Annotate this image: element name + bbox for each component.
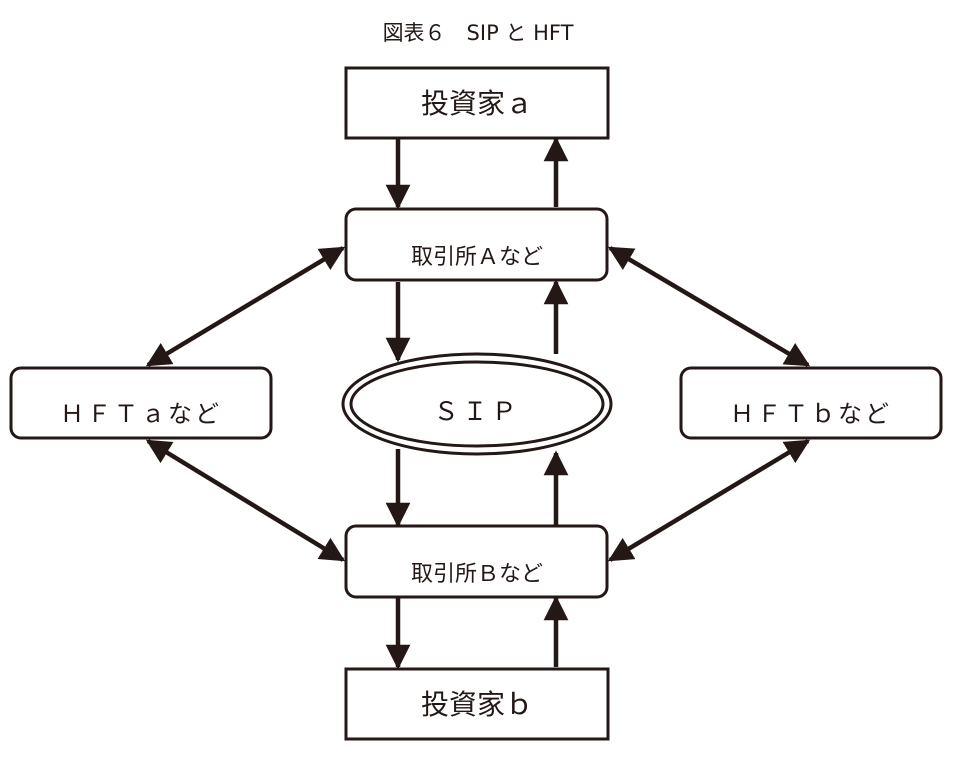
node-investor-a: 投資家ａ xyxy=(344,66,610,140)
node-investor-b-label: 投資家ｂ xyxy=(421,688,533,721)
node-hft-b: ＨＦＴｂなど xyxy=(679,366,943,440)
node-hft-b-label: ＨＦＴｂなど xyxy=(730,400,892,428)
node-sip: ＳＩＰ xyxy=(341,352,613,456)
node-hft-a-label: ＨＦＴａなど xyxy=(60,400,222,428)
arrow-hft-b-exchange-a xyxy=(607,246,811,367)
node-hft-a: ＨＦＴａなど xyxy=(9,366,273,440)
node-investor-b: 投資家ｂ xyxy=(344,667,610,741)
node-exchange-b-label: 取引所Ｂなど xyxy=(411,562,543,587)
node-exchange-a: 取引所Ａなど xyxy=(344,207,609,282)
diagonal-arrows xyxy=(145,246,811,562)
node-sip-label: ＳＩＰ xyxy=(433,397,520,426)
diagram-title: 図表６ SIP と HFT xyxy=(383,21,574,45)
arrow-hft-a-exchange-a xyxy=(145,246,346,367)
node-exchange-b: 取引所Ｂなど xyxy=(344,524,609,599)
node-investor-a-label: 投資家ａ xyxy=(421,87,533,120)
arrow-hft-b-exchange-b xyxy=(607,439,811,562)
vertical-arrows xyxy=(385,136,569,670)
node-exchange-a-label: 取引所Ａなど xyxy=(411,245,543,270)
arrow-hft-a-exchange-b xyxy=(145,439,346,562)
